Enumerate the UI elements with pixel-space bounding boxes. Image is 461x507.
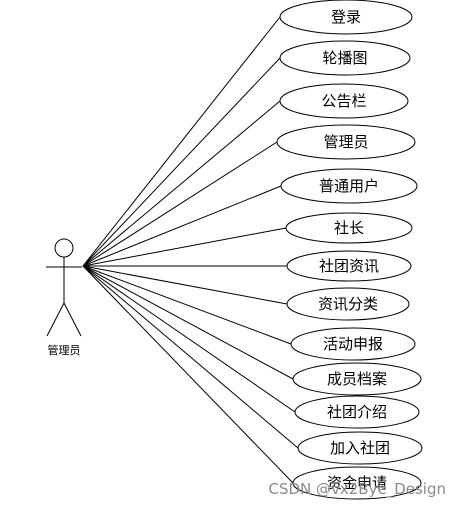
use-case-label: 登录 — [331, 8, 361, 26]
use-case: 活动申报 — [290, 327, 416, 361]
association-line — [82, 265, 288, 305]
use-case-label: 资讯分类 — [318, 295, 378, 313]
association-line — [82, 265, 296, 413]
association-line — [82, 265, 294, 380]
use-case-label: 加入社团 — [330, 439, 390, 457]
use-case-oval — [286, 287, 410, 321]
use-case-label: 管理员 — [323, 133, 368, 151]
association-line — [82, 16, 281, 267]
actor-label: 管理员 — [48, 343, 81, 357]
use-case-label: 活动申报 — [323, 335, 383, 353]
association-line — [82, 141, 278, 267]
use-case: 加入社团 — [297, 431, 423, 465]
use-case: 公告栏 — [279, 83, 409, 119]
association-line — [82, 265, 292, 345]
use-case-label: 社团介绍 — [327, 403, 387, 421]
use-case-oval — [279, 40, 411, 76]
association-line — [82, 265, 299, 449]
use-case: 轮播图 — [279, 40, 411, 76]
use-case-oval — [290, 327, 416, 361]
use-case-label: 资金申请 — [327, 474, 387, 492]
use-case: 管理员 — [276, 124, 416, 160]
use-case-label: 社团资讯 — [319, 257, 379, 275]
association-line — [82, 185, 282, 267]
watermark: CSDN @vx2Bye_Design — [268, 480, 446, 499]
association-line — [82, 227, 287, 267]
use-case-oval — [285, 212, 413, 244]
actor-right-leg — [63, 302, 82, 337]
use-case: 社团资讯 — [286, 250, 412, 282]
association-line — [82, 100, 281, 267]
use-case: 社长 — [285, 212, 413, 244]
use-case-label: 公告栏 — [321, 92, 366, 110]
use-case-oval — [294, 395, 420, 429]
use-case: 资金申请 — [292, 466, 422, 500]
use-case-label: 轮播图 — [322, 49, 367, 67]
use-case-oval — [297, 431, 423, 465]
association-lines — [82, 16, 299, 484]
use-case-label: 社长 — [334, 219, 364, 237]
use-case-label: 普通用户 — [319, 177, 379, 195]
use-case-list: 登录轮播图公告栏管理员普通用户社长社团资讯资讯分类活动申报成员档案社团介绍加入社… — [276, 0, 423, 500]
use-case: 资讯分类 — [286, 287, 410, 321]
association-line — [82, 265, 294, 484]
use-case: 普通用户 — [280, 168, 418, 204]
use-case-oval — [292, 362, 422, 396]
actor-head — [54, 238, 74, 258]
use-case-label: 成员档案 — [327, 370, 387, 388]
use-case: 成员档案 — [292, 362, 422, 396]
use-case-oval — [286, 250, 412, 282]
use-case-oval — [279, 0, 413, 35]
use-case-oval — [280, 168, 418, 204]
association-line — [82, 57, 281, 267]
use-case: 社团介绍 — [294, 395, 420, 429]
use-case-oval — [279, 83, 409, 119]
actor-figure: 管理员 — [46, 238, 82, 357]
actor-left-leg — [46, 302, 65, 337]
use-case-oval — [276, 124, 416, 160]
use-case-oval — [292, 466, 422, 500]
use-case: 登录 — [279, 0, 413, 35]
